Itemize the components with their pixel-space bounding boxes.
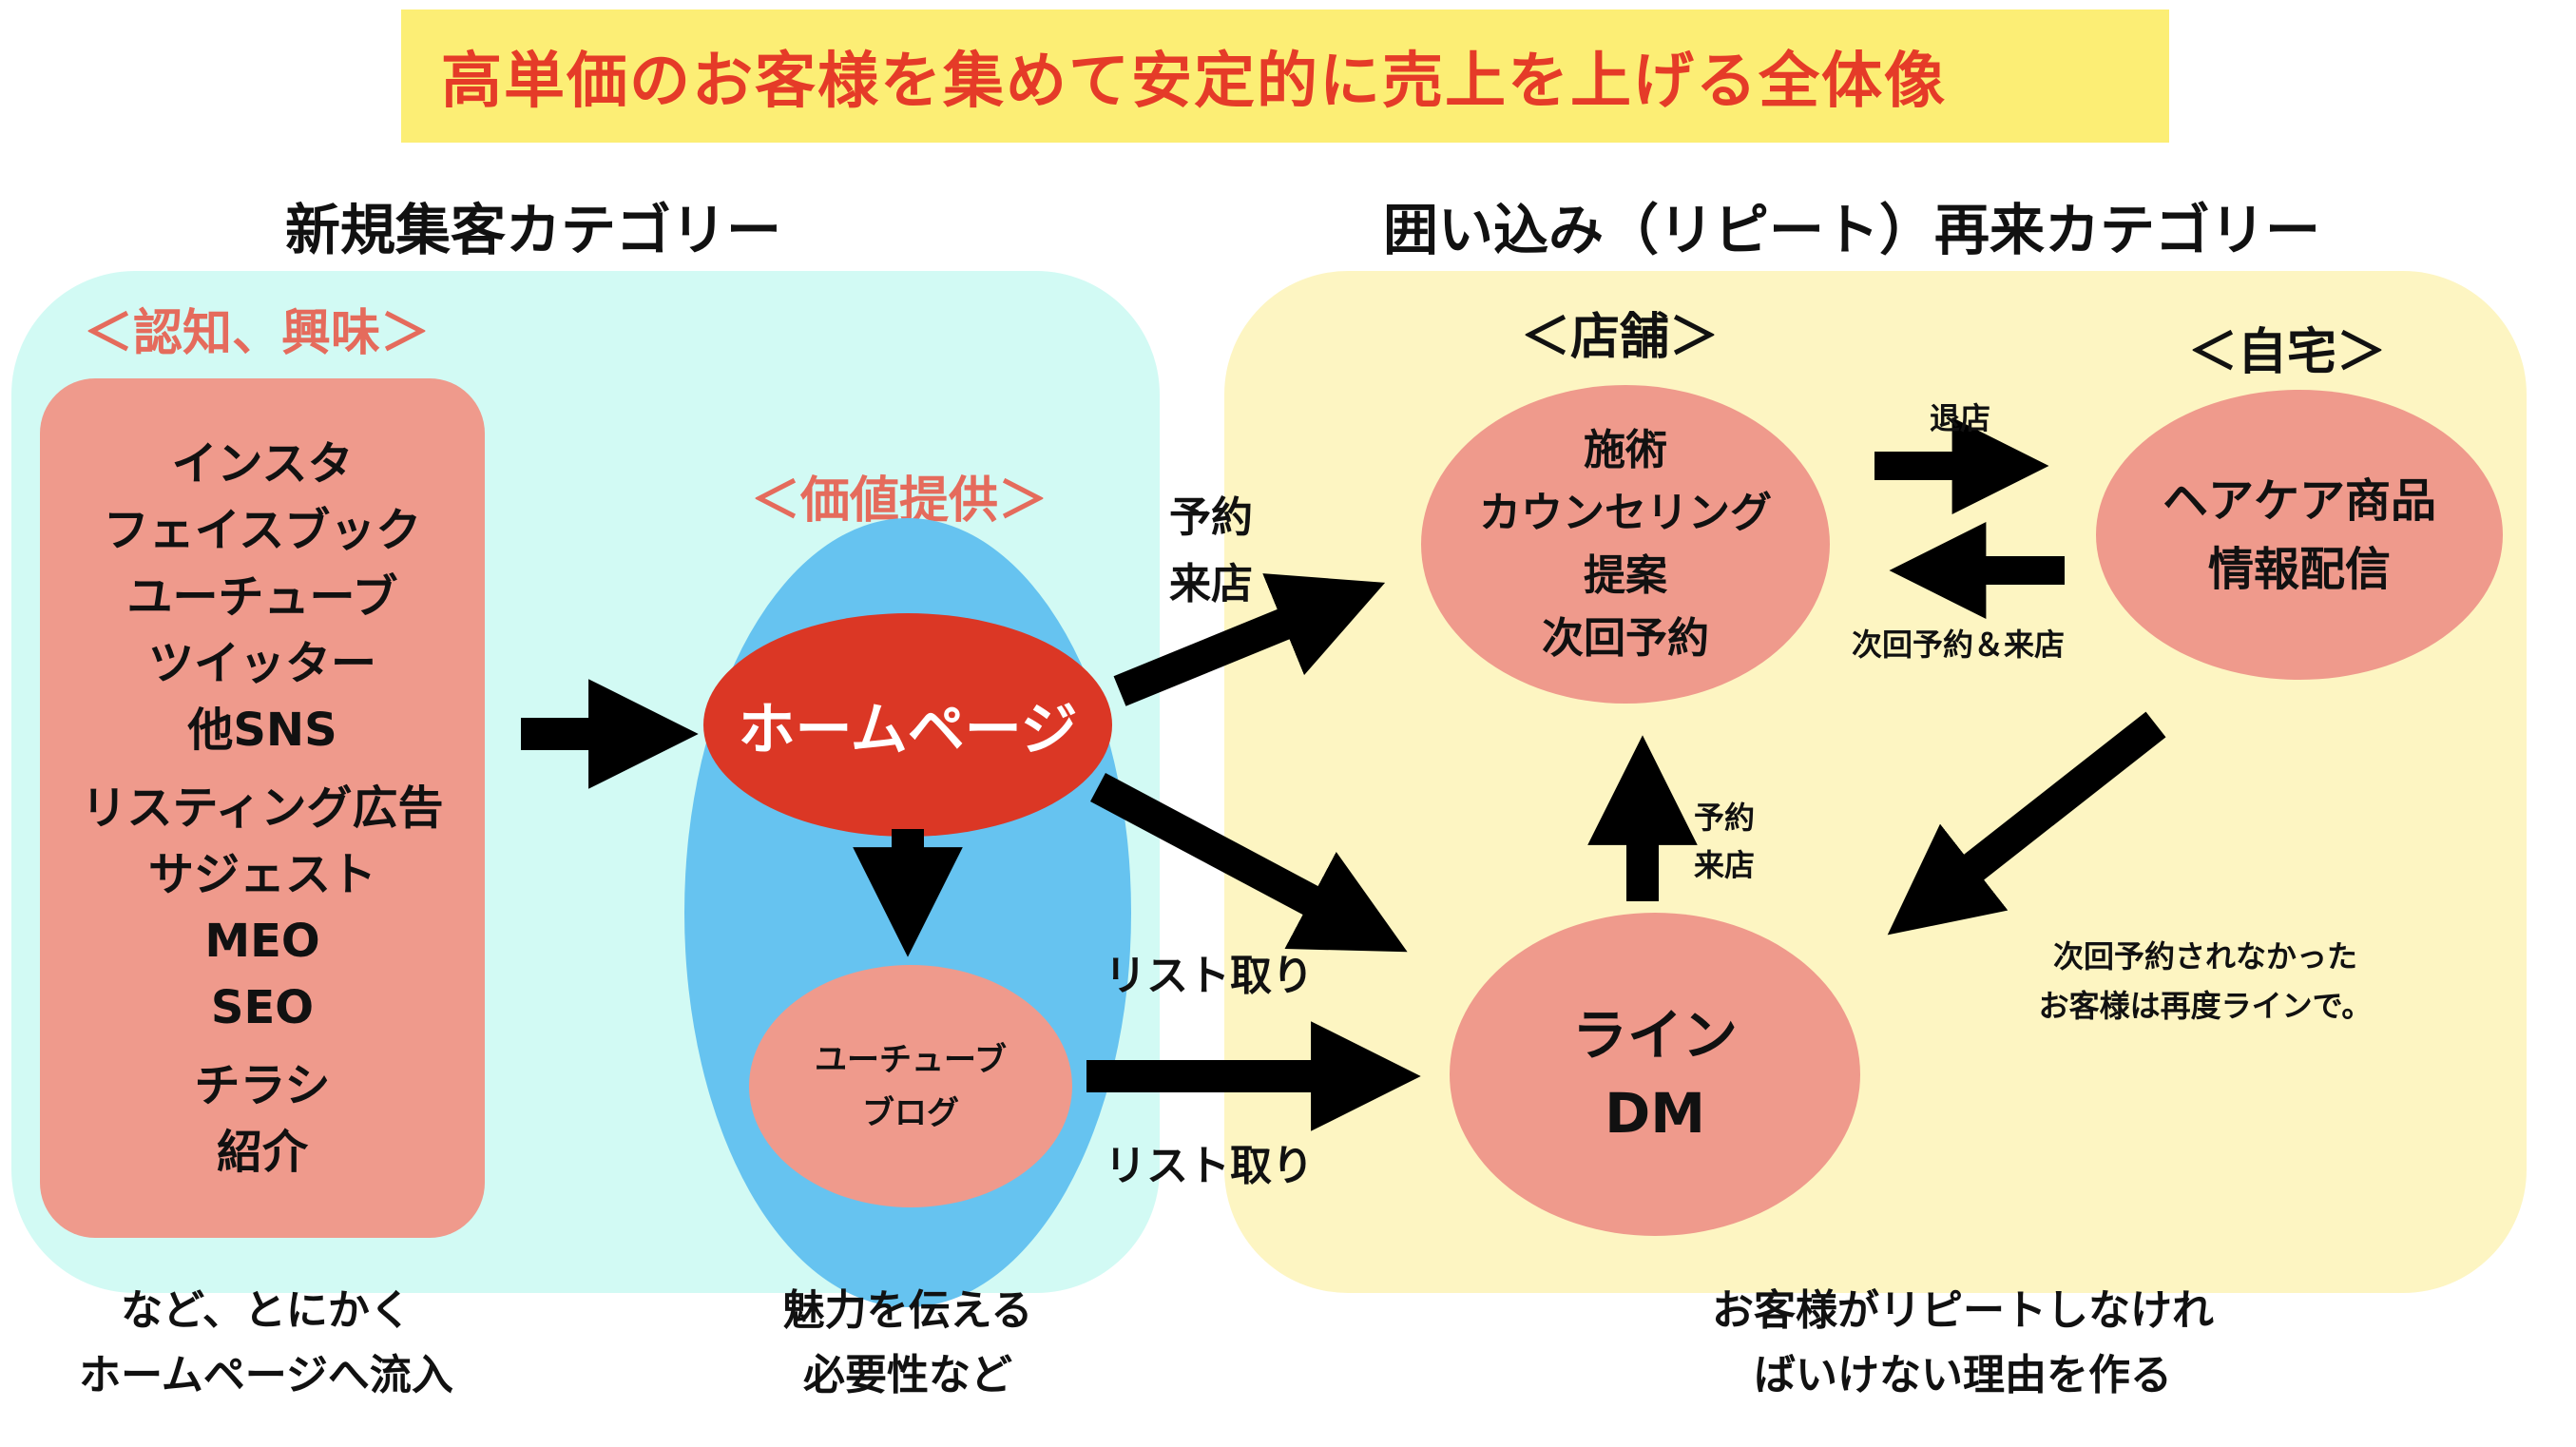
page-title: 高単価のお客様を集めて安定的に売上を上げる全体像 [441, 47, 1947, 117]
left-category-heading: 新規集客カテゴリー [285, 198, 782, 262]
home-node: ヘアケア商品 情報配信 [2096, 390, 2503, 680]
caption-middle-line: 必要性など [803, 1351, 1012, 1399]
youtube-blog-line: ブログ [862, 1093, 959, 1132]
channel-item: MEO [204, 915, 320, 968]
caption-right-line: ばいけない理由を作る [1754, 1351, 2172, 1399]
channel-item: フェイスブック [103, 504, 422, 557]
arrow-home-to-line [1887, 711, 2166, 936]
reserve-visit-small-line: 来店 [1694, 847, 1756, 883]
arrow-homepage-to-line [1090, 772, 1408, 953]
channel-item: 紹介 [216, 1126, 308, 1179]
list-label-2: リスト取り [1105, 1142, 1314, 1190]
homepage-node: ホームページ [703, 613, 1112, 837]
right-category-heading: 囲い込み（リピート）再来カテゴリー [1383, 198, 2321, 262]
youtube-blog-line: ユーチューブ [815, 1040, 1007, 1079]
channel-item: ユーチューブ [126, 570, 398, 624]
store-node: 施術 カウンセリング 提案 次回予約 [1421, 385, 1830, 704]
reserve-visit-line: 来店 [1169, 560, 1253, 608]
no-reserve-line: お客様は再度ラインで。 [2038, 988, 2373, 1024]
channel-item: 他SNS [187, 704, 337, 757]
channel-item: リスティング広告 [81, 781, 444, 835]
home-label: ＜自宅＞ [2188, 324, 2387, 381]
leave-store-label: 退店 [1930, 400, 1991, 436]
store-node-line: カウンセリング [1479, 488, 1772, 537]
arrow-homepage-to-store [1113, 573, 1386, 706]
store-node-line: 提案 [1584, 550, 1667, 600]
next-reserve-label: 次回予約＆来店 [1852, 627, 2066, 663]
no-reserve-line: 次回予約されなかった [2052, 938, 2357, 974]
title-banner: 高単価のお客様を集めて安定的に売上を上げる全体像 [401, 10, 2169, 143]
channel-item: SEO [210, 981, 315, 1034]
reserve-visit-line: 予約 [1169, 493, 1253, 542]
reserve-visit-small-label: 予約 来店 [1694, 794, 1755, 889]
reserve-visit-label: 予約 来店 [1169, 485, 1253, 618]
home-node-line: ヘアケア商品 [2162, 473, 2436, 528]
store-node-line: 次回予約 [1542, 613, 1709, 663]
list-label-1: リスト取り [1105, 952, 1314, 1000]
caption-left-line: など、とにかく [121, 1286, 412, 1335]
caption-left: など、とにかく ホームページへ流入 [19, 1279, 513, 1408]
home-node-line: 情報配信 [2207, 542, 2391, 596]
homepage-label: ホームページ [738, 697, 1078, 763]
store-node-line: 施術 [1584, 425, 1667, 474]
caption-middle-line: 魅力を伝える [782, 1286, 1033, 1335]
caption-middle: 魅力を伝える 必要性など [708, 1279, 1107, 1408]
caption-left-line: ホームページへ流入 [79, 1351, 453, 1399]
caption-right-line: お客様がリピートしなけれ [1712, 1286, 2214, 1335]
line-dm-line: DM [1605, 1081, 1705, 1146]
channel-item: インスタ [171, 437, 354, 491]
channel-item: サジェスト [147, 848, 376, 901]
awareness-label: ＜認知、興味＞ [84, 305, 431, 362]
line-dm-line: ライン [1571, 1003, 1738, 1068]
no-reserve-label: 次回予約されなかった お客様は再度ラインで。 [2015, 932, 2395, 1031]
channel-item: ツイッター [147, 637, 376, 690]
caption-right: お客様がリピートしなけれ ばいけない理由を作る [1630, 1279, 2296, 1408]
store-label: ＜店舗＞ [1521, 309, 1720, 366]
channel-item: チラシ [194, 1059, 331, 1112]
line-dm-node: ライン DM [1450, 913, 1860, 1236]
youtube-blog-node: ユーチューブ ブログ [749, 965, 1072, 1207]
channel-list-box: インスタ フェイスブック ユーチューブ ツイッター 他SNS リスティング広告 … [40, 378, 485, 1238]
reserve-visit-small-line: 予約 [1694, 800, 1756, 836]
